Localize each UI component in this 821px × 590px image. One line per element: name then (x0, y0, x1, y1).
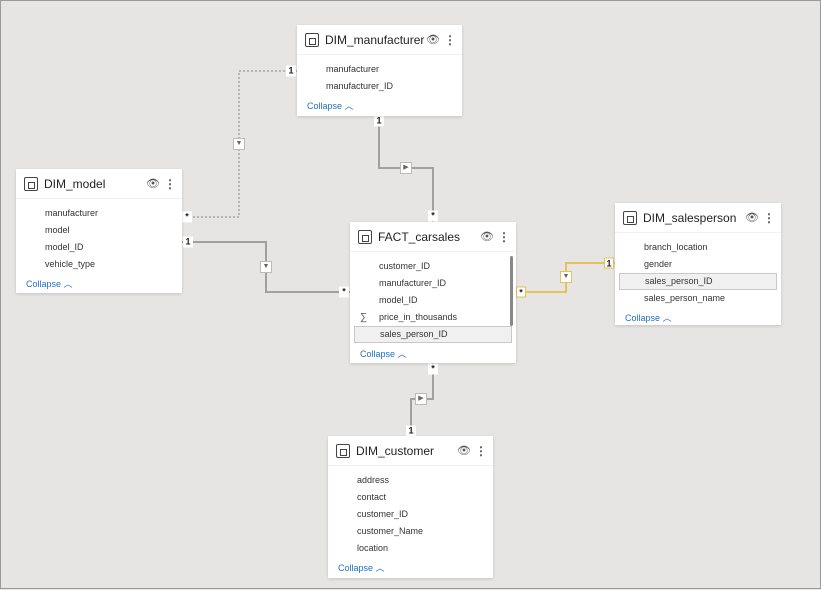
filter-direction-icon[interactable]: ▼ (560, 271, 572, 283)
field[interactable]: manufacturer_ID (379, 278, 447, 288)
field[interactable]: manufacturer (45, 208, 99, 218)
table-card-dim-customer[interactable]: DIM_customer 👁 ⋮ address contact customer_… (328, 436, 493, 578)
field[interactable]: branch_location (644, 242, 708, 252)
collapse-label: Collapse (360, 349, 396, 359)
collapse-label: Collapse (338, 563, 374, 573)
table-icon (336, 443, 350, 458)
field[interactable]: customer_Name (357, 526, 424, 536)
field[interactable]: ∑ price_in_thousands (354, 309, 512, 326)
scrollbar[interactable] (510, 256, 513, 326)
field[interactable]: sales_person_name (644, 293, 726, 303)
field[interactable]: address (357, 475, 390, 485)
collapse-button[interactable]: Collapse ︿ (625, 313, 672, 323)
collapse-button[interactable]: Collapse ︿ (360, 349, 407, 359)
table-icon (24, 176, 38, 191)
collapse-label: Collapse (625, 313, 661, 323)
rel-manufacturer-model (182, 70, 297, 218)
filter-direction-icon[interactable]: ▶ (400, 162, 412, 174)
field[interactable]: model_ID (45, 242, 84, 252)
table-title: DIM_manufacturer (325, 32, 425, 47)
eye-icon[interactable]: 👁 (480, 231, 494, 243)
cardinality-one: 1 (183, 236, 193, 248)
filter-direction-icon[interactable]: ▶ (415, 393, 427, 405)
table-icon (358, 229, 372, 244)
cardinality-one: 1 (406, 425, 416, 437)
more-icon[interactable]: ⋮ (164, 176, 176, 191)
collapse-button[interactable]: Collapse ︿ (307, 101, 354, 111)
field[interactable]: customer_ID (379, 261, 431, 271)
filter-direction-icon[interactable]: ▼ (233, 138, 245, 150)
cardinality-many: * (182, 211, 192, 223)
field-label: price_in_thousands (379, 312, 458, 322)
table-title: DIM_model (44, 176, 106, 191)
eye-icon[interactable]: 👁 (745, 212, 759, 224)
collapse-button[interactable]: Collapse ︿ (338, 563, 385, 573)
collapse-button[interactable]: Collapse ︿ (26, 279, 73, 289)
field[interactable]: model_ID (379, 295, 418, 305)
more-icon[interactable]: ⋮ (498, 229, 510, 244)
collapse-label: Collapse (26, 279, 62, 289)
cardinality-many: * (339, 286, 349, 298)
field[interactable]: manufacturer_ID (326, 81, 394, 91)
eye-icon[interactable]: 👁 (426, 34, 440, 46)
table-card-fact-carsales[interactable]: FACT_carsales 👁 ⋮ customer_ID manufacturer… (350, 222, 516, 363)
cardinality-many: * (516, 286, 526, 298)
field[interactable]: location (357, 543, 389, 553)
more-icon[interactable]: ⋮ (444, 32, 456, 47)
field[interactable]: gender (644, 259, 673, 269)
field[interactable]: vehicle_type (45, 259, 96, 269)
field[interactable]: model (45, 225, 70, 235)
cardinality-many: * (428, 210, 438, 222)
field[interactable]: customer_ID (357, 509, 409, 519)
sum-icon: ∑ (360, 312, 368, 323)
collapse-label: Collapse (307, 101, 343, 111)
table-card-dim-manufacturer[interactable]: DIM_manufacturer👁 ⋮ manufacturer manufact… (297, 25, 462, 116)
more-icon[interactable]: ⋮ (763, 210, 775, 225)
table-title: FACT_carsales (378, 229, 461, 244)
more-icon[interactable]: ⋮ (475, 443, 487, 458)
field-selected[interactable]: sales_person_ID (619, 273, 777, 290)
table-card-dim-model[interactable]: DIM_model👁⋮ manufacturer model model_ID … (16, 169, 182, 293)
table-title: DIM_salesperson (643, 210, 737, 225)
field[interactable]: manufacturer (326, 64, 380, 74)
field-selected[interactable]: sales_person_ID (354, 326, 512, 343)
table-title: DIM_customer (356, 443, 435, 458)
cardinality-many: * (428, 363, 438, 375)
cardinality-one: 1 (374, 115, 384, 127)
cardinality-one: 1 (286, 65, 296, 77)
field[interactable]: contact (357, 492, 387, 502)
eye-icon[interactable]: 👁 (457, 445, 471, 457)
eye-icon[interactable]: 👁 (146, 178, 160, 190)
table-icon (623, 210, 637, 225)
cardinality-one: 1 (604, 257, 614, 269)
table-card-dim-salesperson[interactable]: DIM_salesperson 👁 ⋮ branch_location gender… (615, 203, 781, 325)
table-icon (305, 32, 319, 47)
filter-direction-icon[interactable]: ▼ (260, 261, 272, 273)
